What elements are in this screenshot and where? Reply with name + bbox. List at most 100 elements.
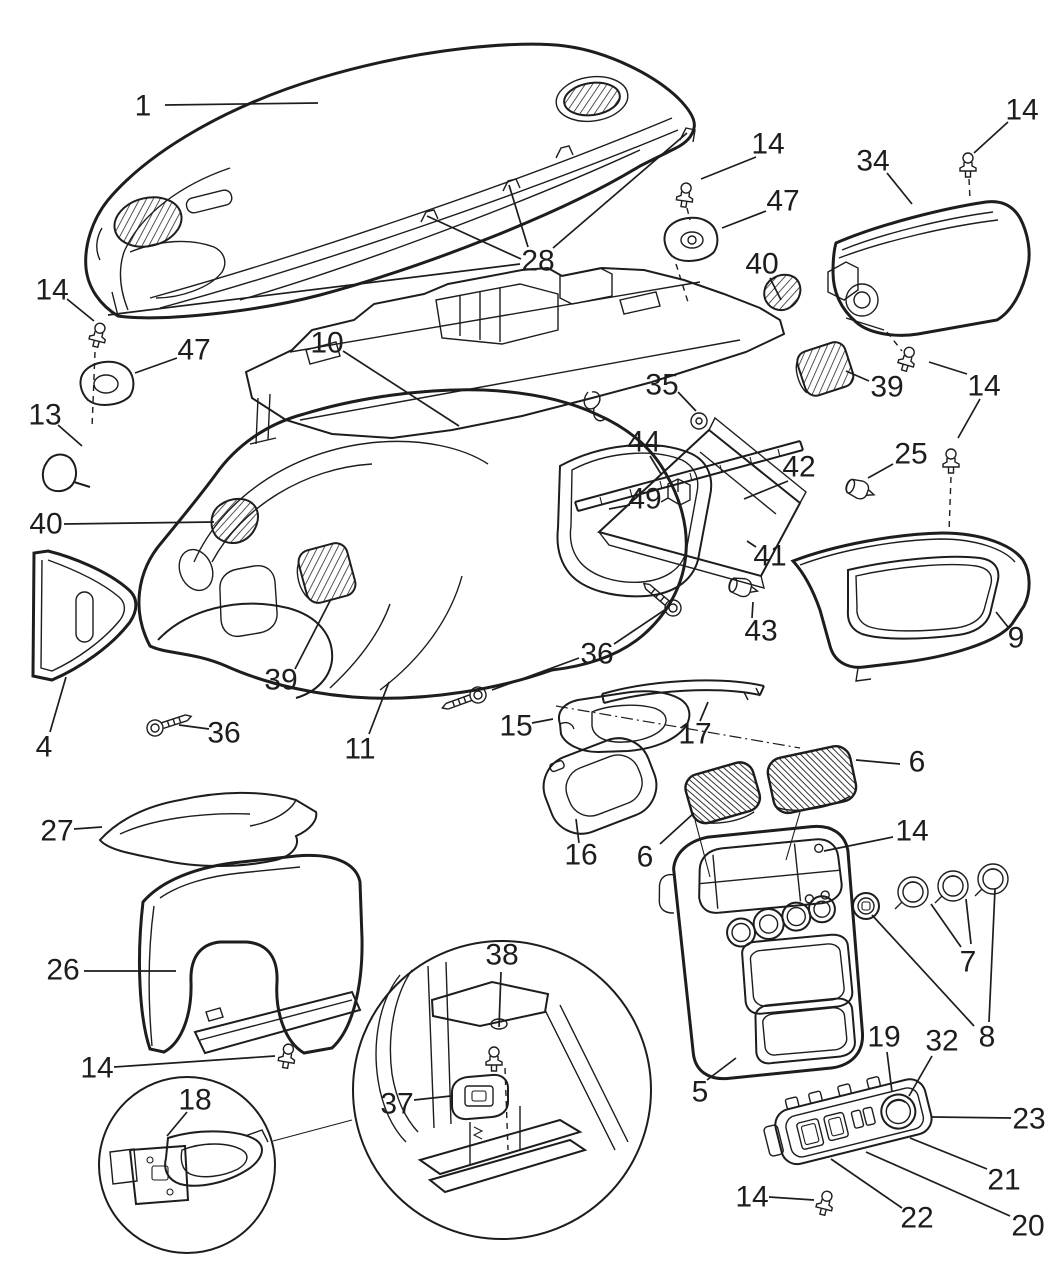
leader-line-14-43-0	[768, 1196, 815, 1201]
callout-label-11-27: 11	[344, 733, 375, 766]
callout-label-47-8: 47	[177, 334, 210, 367]
part-6-louvre-vent-left	[684, 761, 762, 825]
callout-label-26-34: 26	[46, 954, 79, 987]
part-20-rocker-switch	[823, 1111, 849, 1142]
leader-line-41-18-0	[746, 540, 757, 548]
callout-label-39-26: 39	[264, 664, 297, 697]
leader-line-47-8-0	[134, 357, 178, 374]
leader-line-14-3-0	[700, 156, 757, 180]
callout-label-18-45: 18	[178, 1084, 211, 1117]
vent-alignment-lines	[694, 811, 801, 878]
inset-18-latch-handle	[98, 1076, 353, 1254]
callout-label-40-19: 40	[29, 508, 62, 541]
part-16-bezel-ring	[542, 737, 658, 835]
leader-line-7-35-1	[965, 898, 972, 945]
part-4-end-cap	[31, 549, 138, 682]
callout-label-1-0: 1	[135, 90, 152, 123]
leader-line-14-32-0	[823, 836, 894, 852]
leader-line-40-5-0	[769, 277, 782, 301]
part-1-top-cover	[84, 42, 696, 320]
part-19-mount-tab	[866, 1076, 881, 1090]
callout-label-43-21: 43	[744, 615, 777, 648]
leader-line-20-42-0	[865, 1151, 1011, 1217]
callout-label-19-37: 19	[867, 1021, 900, 1054]
leader-line-28-6-2	[552, 132, 688, 249]
callout-label-14-7: 14	[35, 274, 68, 307]
screw-inset-38	[485, 1046, 503, 1072]
screw-14-switch-pod	[813, 1188, 837, 1218]
part-39-duct-outlet-right	[795, 341, 855, 397]
leader-line-27-33-0	[73, 826, 103, 830]
part-44-hinge-rail	[574, 440, 804, 512]
part-26-knee-bolster	[138, 853, 364, 1055]
leader-line-21-40-0	[909, 1137, 988, 1170]
leader-line-40-19-0	[63, 521, 215, 525]
callout-label-49-16: 49	[628, 483, 661, 516]
leader-line-8-36-0	[871, 914, 975, 1027]
callout-label-32-38: 32	[925, 1025, 958, 1058]
callout-label-27-33: 27	[40, 815, 73, 848]
part-22-rocker-switch	[796, 1118, 825, 1150]
part-32-switch	[850, 1109, 865, 1129]
callout-label-36-28: 36	[207, 717, 240, 750]
part-9-storage-bin	[790, 476, 1031, 682]
screw-14-bin	[942, 448, 960, 474]
part-35-clip-hole	[690, 412, 708, 430]
callout-label-6-31: 6	[637, 841, 654, 874]
leader-line-14-7-0	[66, 298, 95, 322]
callout-label-47-4: 47	[766, 185, 799, 218]
part-37-striker	[451, 1073, 509, 1121]
part-21-rotary-knob	[880, 1093, 917, 1130]
part-8-switch-knob-left	[852, 892, 880, 920]
part-20-switch-pod	[763, 1076, 933, 1166]
leader-line-39-26-0	[294, 598, 332, 670]
callout-label-23-39: 23	[1012, 1103, 1045, 1136]
part-47-grommet-top	[663, 207, 719, 303]
callout-label-5-44: 5	[692, 1076, 709, 1109]
callout-label-14-13: 14	[967, 370, 1000, 403]
callout-label-37-47: 37	[380, 1088, 413, 1121]
screw-14-top-center	[674, 181, 696, 209]
part-11-instrument-panel-shell	[137, 388, 713, 700]
leader-line-11-27-0	[368, 681, 390, 735]
leader-line-25-14-0	[867, 463, 894, 479]
part-8-knob-right	[974, 863, 1009, 897]
screw-14-left	[86, 320, 110, 350]
callout-label-41-18: 41	[753, 540, 786, 573]
callout-label-14-43: 14	[735, 1181, 768, 1214]
leader-line-43-21-0	[751, 601, 754, 619]
leader-line-35-11-0	[677, 391, 697, 412]
callout-label-14-48: 14	[80, 1052, 113, 1085]
leader-line-9-20-0	[995, 611, 1009, 628]
callout-label-15-23: 15	[499, 710, 532, 743]
leader-line-39-12-0	[845, 370, 870, 382]
callout-label-25-14: 25	[894, 438, 927, 471]
callout-label-35-11: 35	[645, 369, 678, 402]
inset-37-38-console-bracket	[352, 940, 652, 1240]
part-49-bracket	[660, 478, 691, 506]
leader-line-23-39-0	[931, 1116, 1012, 1119]
leader-line-49-16-0	[608, 504, 631, 510]
leader-line-14-48-0	[113, 1055, 276, 1068]
part-6-louvre-vent-right	[766, 745, 858, 815]
leader-line-8-36-1	[988, 888, 996, 1023]
leader-line-44-15-0	[649, 455, 662, 475]
callout-label-14-1: 14	[1005, 94, 1038, 127]
leader-line-37-47-0	[413, 1095, 452, 1101]
leader-line-14-13-1	[957, 398, 981, 439]
callout-label-7-35: 7	[960, 946, 977, 979]
leader-line-15-23-0	[531, 718, 554, 724]
part-13-hook	[41, 453, 91, 493]
diagram-artwork	[31, 42, 1031, 1254]
callout-label-36-22: 36	[580, 638, 613, 671]
leader-line-14-13-0	[928, 361, 968, 375]
part-40-demister-vent-left	[210, 498, 259, 544]
leader-line-7-35-0	[930, 903, 962, 948]
screw-14-top-right	[959, 152, 977, 178]
callout-label-34-2: 34	[856, 145, 889, 178]
callout-label-28-6: 28	[521, 245, 554, 278]
callout-label-44-15: 44	[627, 426, 660, 459]
callout-label-10-9: 10	[310, 327, 343, 360]
callout-label-38-46: 38	[485, 939, 518, 972]
